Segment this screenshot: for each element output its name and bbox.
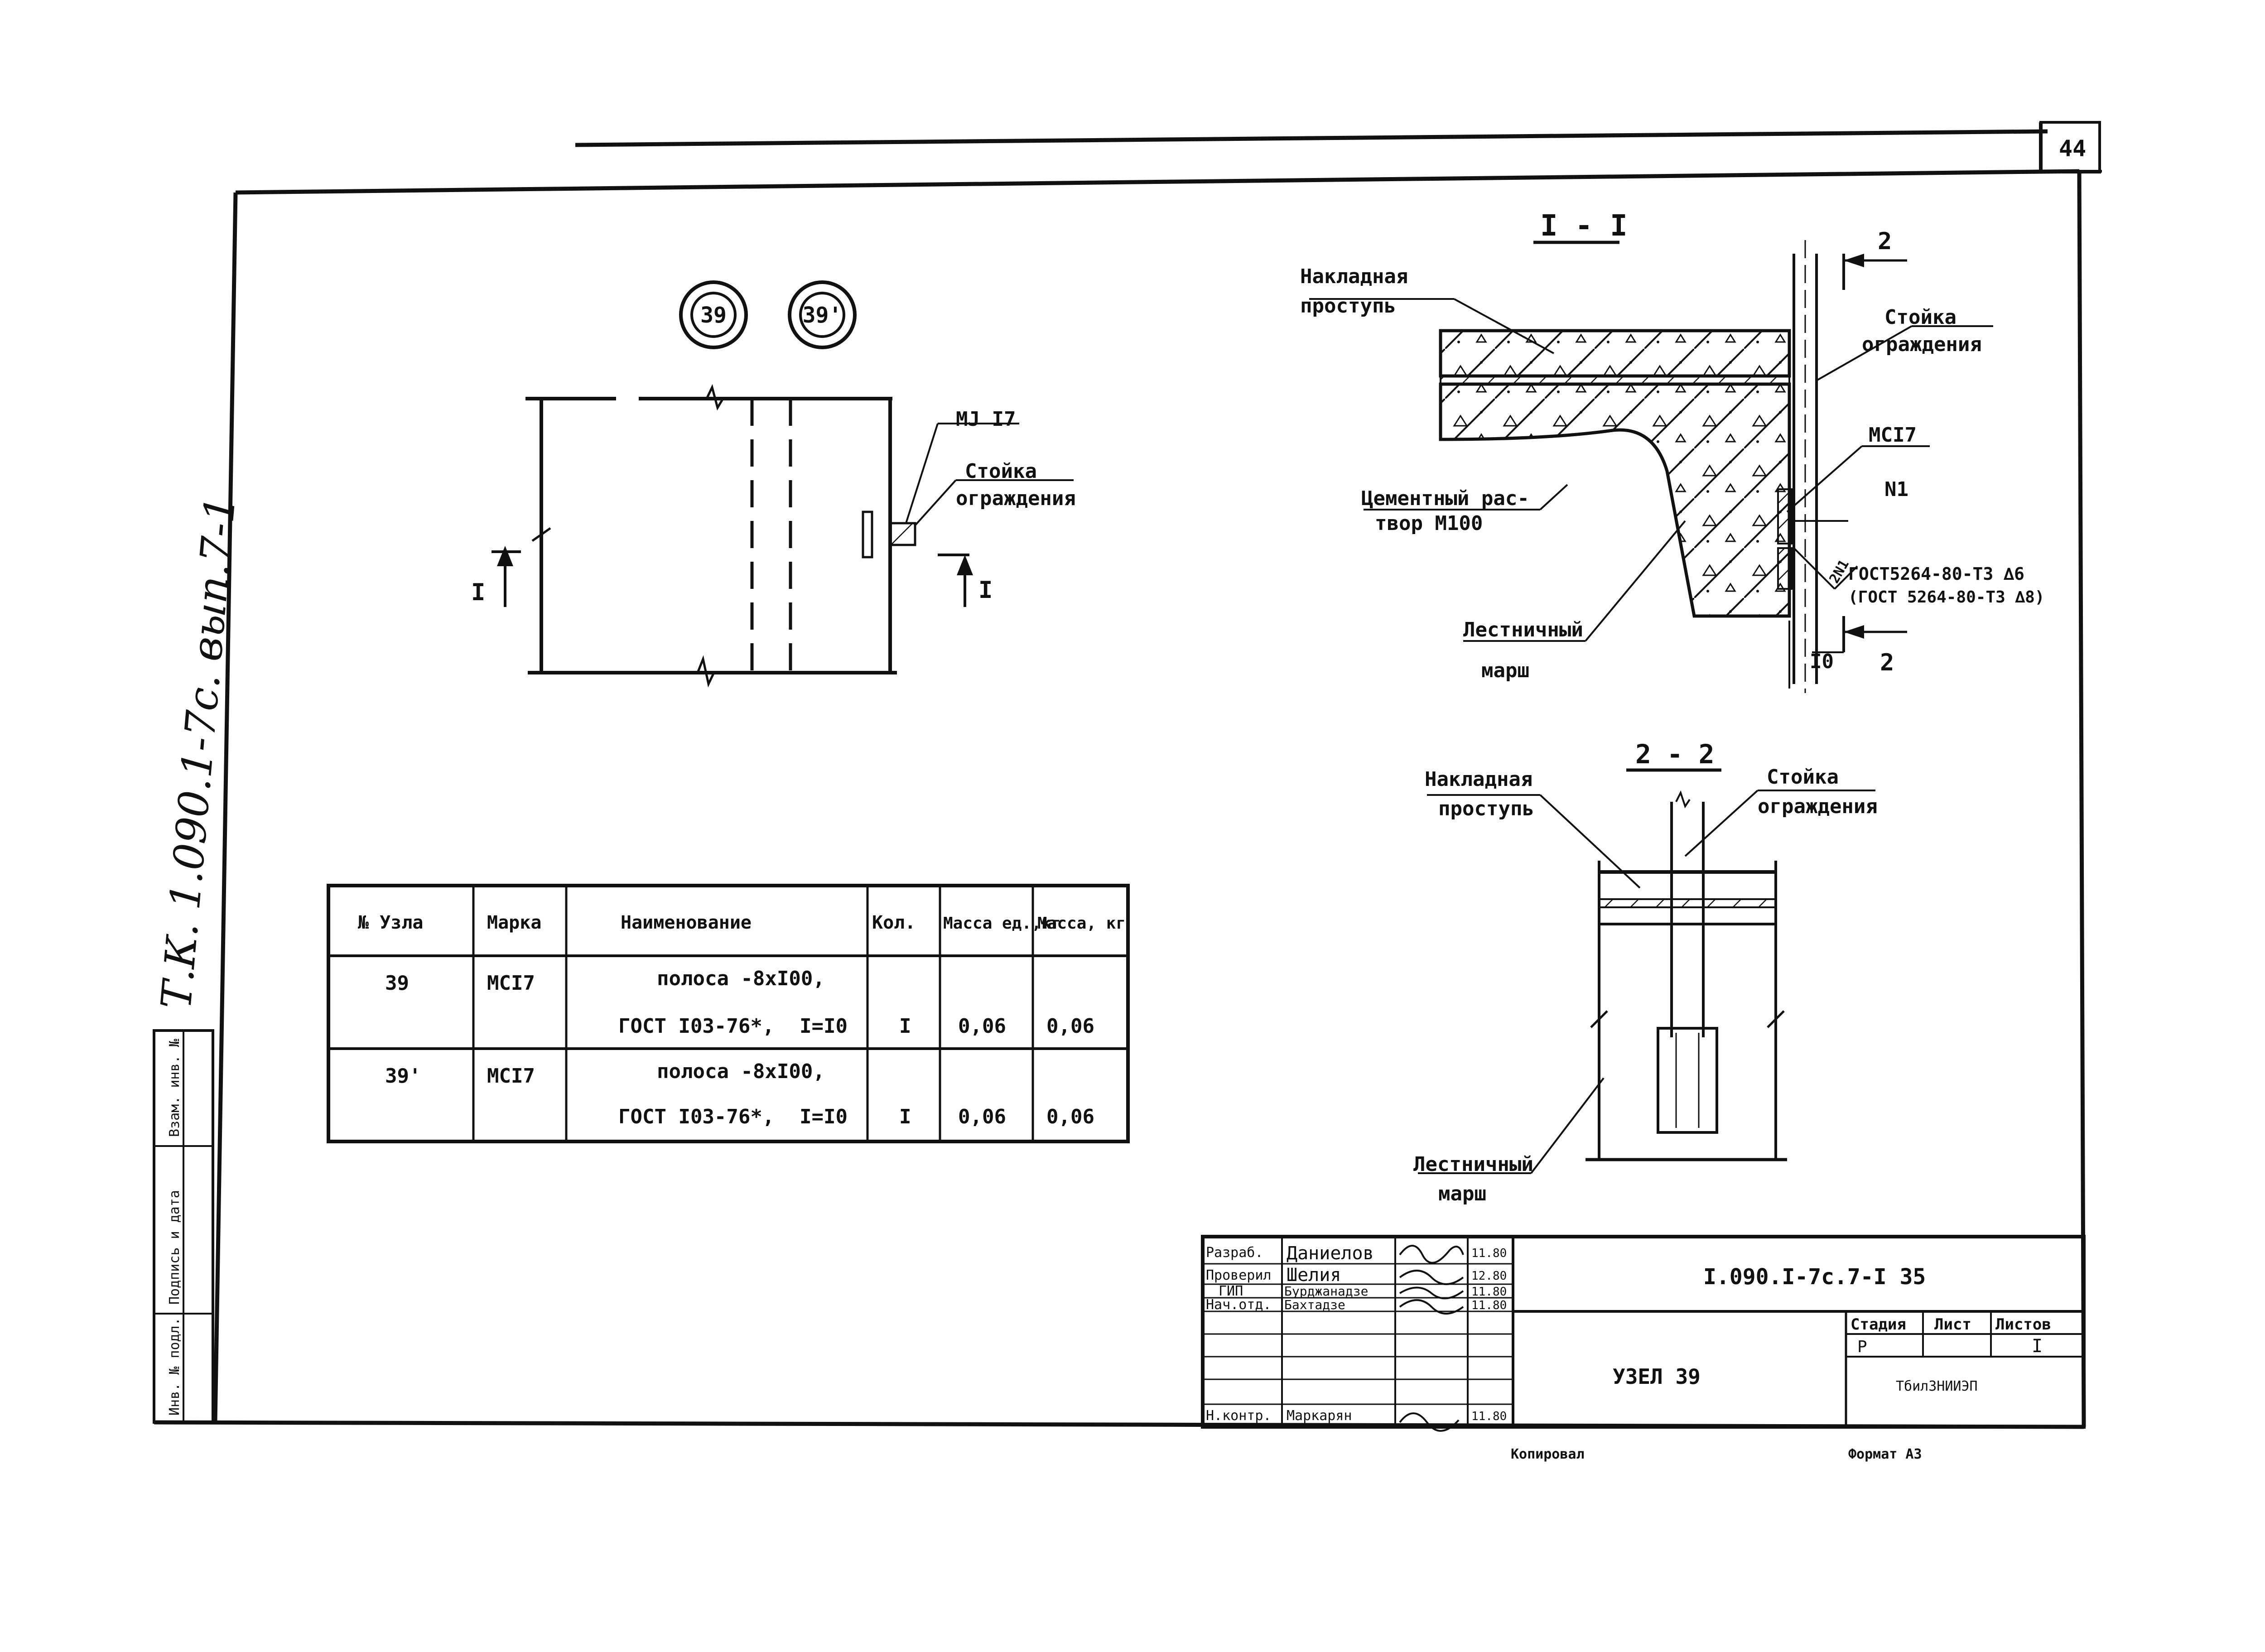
svg-text:39: 39 bbox=[700, 303, 727, 328]
table-row: 39' МСI7 полоса -8хI00, ГОСТ I03-76*, I=… bbox=[385, 1060, 1094, 1128]
tb-sheet-label: Лист bbox=[1934, 1315, 1971, 1334]
tb-sheets-value: I bbox=[2032, 1336, 2043, 1357]
tb-role-norm: Н.контр. bbox=[1206, 1408, 1272, 1424]
svg-text:МСI7: МСI7 bbox=[487, 1064, 535, 1088]
s1-gost-label-1: ГОСТ5264-80-Т3 ∆6 bbox=[1848, 564, 2024, 584]
footer-format: Формат А3 bbox=[1848, 1446, 1922, 1462]
svg-text:39: 39 bbox=[385, 972, 409, 995]
th-mass-unit: Масса ед.,кг bbox=[943, 914, 1061, 933]
s1-march-label-2: марш bbox=[1481, 659, 1529, 682]
svg-text:0,06: 0,06 bbox=[1046, 1015, 1094, 1038]
s1-tread-label-1: Накладная bbox=[1300, 265, 1408, 288]
title-block bbox=[1201, 1235, 2086, 1432]
svg-text:полоса -8хI00,: полоса -8хI00, bbox=[657, 1060, 825, 1083]
s2-post-label-1: Стойка bbox=[1767, 766, 1839, 789]
svg-text:39': 39' bbox=[803, 303, 842, 328]
section-1-title: I - I bbox=[1540, 209, 1628, 243]
svg-text:полоса -8хI00,: полоса -8хI00, bbox=[657, 967, 825, 990]
tb-stage-label: Стадия bbox=[1851, 1315, 1906, 1334]
tb-date-gip: 11.80 bbox=[1471, 1285, 1507, 1299]
s2-march-label-2: марш bbox=[1438, 1182, 1486, 1205]
tb-name-head: Бахтадзе bbox=[1284, 1297, 1345, 1312]
spec-table bbox=[327, 884, 1130, 1143]
section-2-title: 2 - 2 bbox=[1635, 739, 1715, 770]
s1-cut-mark-top: 2 bbox=[1878, 228, 1892, 255]
svg-text:ГОСТ I03-76*,: ГОСТ I03-76*, bbox=[618, 1105, 774, 1128]
tb-role-gip: ГИП bbox=[1219, 1283, 1243, 1299]
svg-text:I=I0: I=I0 bbox=[800, 1015, 848, 1038]
tb-sheet-title: УЗЕЛ 39 bbox=[1613, 1364, 1701, 1389]
table-row: 39 МСI7 полоса -8хI00, ГОСТ I03-76*, I=I… bbox=[385, 967, 1094, 1038]
s1-post-label-2: ограждения bbox=[1862, 333, 1982, 356]
tb-doc-code: I.090.I-7с.7-I 35 bbox=[1703, 1264, 1926, 1290]
s1-mortar-label-2: твор М100 bbox=[1375, 512, 1483, 535]
th-name: Наименование bbox=[621, 912, 752, 933]
plan-view bbox=[492, 384, 1074, 688]
tb-role-check: Проверил bbox=[1206, 1267, 1272, 1283]
svg-text:I: I bbox=[899, 1105, 911, 1128]
s1-dim-10: I0 bbox=[1810, 650, 1834, 673]
tb-role-head: Нач.отд. bbox=[1206, 1297, 1272, 1313]
s1-march-label-1: Лестничный bbox=[1463, 618, 1583, 641]
tb-sheets-label: Листов bbox=[1995, 1315, 2051, 1334]
s1-post-label-1: Стойка bbox=[1884, 306, 1957, 329]
stamp-inv-label: Инв. № подл. bbox=[167, 1317, 183, 1416]
tb-date-check: 12.80 bbox=[1471, 1269, 1507, 1283]
tb-date-head: 11.80 bbox=[1471, 1299, 1507, 1312]
tb-name-norm: Маркарян bbox=[1287, 1408, 1352, 1424]
node-mark-39-prime: 39' bbox=[788, 280, 857, 349]
side-note: Т.К. 1.090.1-7с. вып.7-1 bbox=[152, 494, 245, 1011]
th-qty: Кол. bbox=[872, 912, 916, 933]
s2-tread-label-1: Накладная bbox=[1425, 768, 1532, 791]
stamp-sign-label: Подпись и дата bbox=[167, 1190, 183, 1305]
tb-name-check: Шелия bbox=[1287, 1265, 1341, 1286]
node-mark-39: 39 bbox=[679, 280, 748, 349]
tb-role-dev: Разраб. bbox=[1206, 1245, 1263, 1261]
tb-org: ТбилЗНИИЭП bbox=[1896, 1378, 1978, 1394]
s2-tread-label-2: проступь bbox=[1438, 797, 1534, 820]
side-stamp: Инв. № подл. Подпись и дата Взам. инв. № bbox=[153, 1029, 214, 1424]
svg-text:0,06: 0,06 bbox=[1046, 1105, 1094, 1128]
section-2-drawing bbox=[1418, 790, 1875, 1174]
s1-gost-label-2: (ГОСТ 5264-80-Т3 ∆8) bbox=[1848, 588, 2044, 607]
tb-name-gip: Бурджанадзе bbox=[1284, 1284, 1368, 1299]
s1-mortar-label-1: Цементный рас- bbox=[1361, 487, 1529, 510]
sheet-frame bbox=[154, 121, 2102, 1429]
tb-date-dev: 11.80 bbox=[1471, 1247, 1507, 1260]
plan-post-label-1: Стойка bbox=[965, 460, 1037, 483]
s1-mark-label: МСI7 bbox=[1869, 424, 1917, 447]
svg-text:0,06: 0,06 bbox=[958, 1015, 1006, 1038]
s1-n-label: N1 bbox=[1884, 478, 1908, 501]
plan-section-right: I bbox=[978, 577, 993, 604]
svg-text:ГОСТ I03-76*,: ГОСТ I03-76*, bbox=[618, 1015, 774, 1038]
svg-text:I=I0: I=I0 bbox=[800, 1105, 848, 1128]
s1-cut-mark-bottom: 2 bbox=[1880, 649, 1894, 676]
footer-copied: Копировал bbox=[1511, 1446, 1585, 1462]
svg-text:0,06: 0,06 bbox=[958, 1105, 1006, 1128]
tb-stage-value: Р bbox=[1857, 1338, 1867, 1356]
stamp-replace-label: Взам. инв. № bbox=[167, 1039, 183, 1137]
th-node: № Узла bbox=[358, 912, 424, 933]
svg-text:I: I bbox=[899, 1015, 911, 1038]
svg-text:МСI7: МСI7 bbox=[487, 972, 535, 995]
s2-post-label-2: ограждения bbox=[1758, 795, 1878, 818]
page-number: 44 bbox=[2059, 135, 2086, 162]
tb-date-norm: 11.80 bbox=[1471, 1410, 1507, 1423]
s2-march-label-1: Лестничный bbox=[1413, 1153, 1533, 1176]
plan-post-label-2: ограждения bbox=[956, 487, 1076, 510]
svg-text:39': 39' bbox=[385, 1064, 421, 1088]
tb-name-dev: Даниелов bbox=[1287, 1243, 1374, 1264]
section-1-drawing bbox=[1309, 240, 1993, 693]
th-mass: Масса, кг bbox=[1037, 914, 1126, 933]
plan-mark-label: МJ I7 bbox=[956, 408, 1016, 431]
s1-tread-label-2: проступь bbox=[1300, 294, 1396, 318]
th-mark: Марка bbox=[487, 912, 541, 933]
plan-section-left: I bbox=[471, 579, 485, 606]
